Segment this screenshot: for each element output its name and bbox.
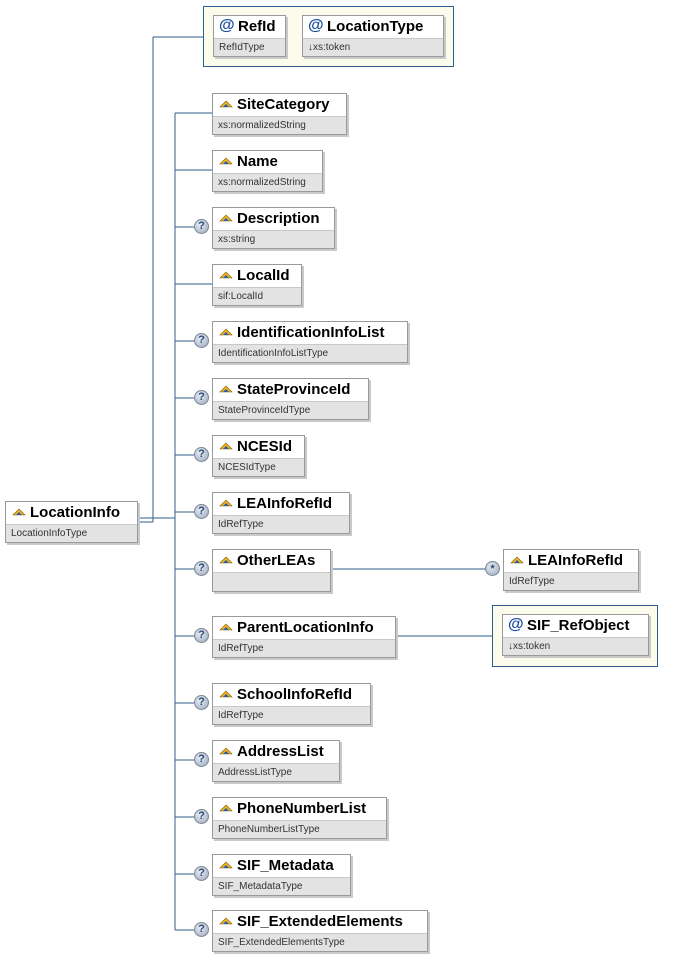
element-name: LEAInfoRefId <box>528 552 623 569</box>
at-icon: @ <box>508 616 524 633</box>
root-type: LocationInfoType <box>6 524 137 542</box>
element-icon <box>219 861 233 869</box>
attribute-name: RefId <box>238 18 276 35</box>
element-ncesid[interactable]: NCESId NCESIdType <box>212 435 305 477</box>
element-type: IdRefType <box>213 515 349 533</box>
element-identificationinfolist[interactable]: IdentificationInfoList IdentificationInf… <box>212 321 408 363</box>
element-name-node[interactable]: Name xs:normalizedString <box>212 150 323 192</box>
element-icon <box>219 214 233 222</box>
element-name: SIF_ExtendedElements <box>237 913 403 930</box>
element-name: LocalId <box>237 267 290 284</box>
element-description[interactable]: Description xs:string <box>212 207 335 249</box>
attribute-sif-refobject[interactable]: @ SIF_RefObject ↓xs:token <box>502 614 649 656</box>
element-icon <box>219 623 233 631</box>
element-type: IdRefType <box>504 572 638 590</box>
question-mark-icon: ? <box>194 752 209 767</box>
element-icon <box>219 442 233 450</box>
root-element-locationinfo[interactable]: LocationInfo LocationInfoType <box>5 501 138 543</box>
element-type: xs:string <box>213 230 334 248</box>
question-mark-icon: ? <box>194 809 209 824</box>
at-icon: @ <box>219 17 235 34</box>
element-name: SchoolInfoRefId <box>237 686 352 703</box>
element-icon <box>219 157 233 165</box>
question-mark-icon: ? <box>194 922 209 937</box>
question-mark-icon: ? <box>194 390 209 405</box>
element-name: LEAInfoRefId <box>237 495 332 512</box>
attribute-locationtype[interactable]: @ LocationType ↓xs:token <box>302 15 444 57</box>
element-icon <box>219 385 233 393</box>
element-sif-extendedelements[interactable]: SIF_ExtendedElements SIF_ExtendedElement… <box>212 910 428 952</box>
attribute-type: ↓xs:token <box>303 38 443 56</box>
element-type: SIF_MetadataType <box>213 877 350 895</box>
element-leainforefid[interactable]: LEAInfoRefId IdRefType <box>212 492 350 534</box>
element-type: StateProvinceIdType <box>213 401 368 419</box>
element-type <box>213 572 330 591</box>
element-icon <box>219 328 233 336</box>
at-icon: @ <box>308 17 324 34</box>
element-localid[interactable]: LocalId sif:LocalId <box>212 264 302 306</box>
element-icon <box>219 747 233 755</box>
element-type: NCESIdType <box>213 458 304 476</box>
element-icon <box>12 508 26 516</box>
element-name: IdentificationInfoList <box>237 324 385 341</box>
element-phonenumberlist[interactable]: PhoneNumberList PhoneNumberListType <box>212 797 387 839</box>
element-icon <box>219 556 233 564</box>
multiplicity-icon: * <box>485 561 500 576</box>
element-parentlocationinfo[interactable]: ParentLocationInfo IdRefType <box>212 616 396 658</box>
element-icon <box>219 271 233 279</box>
element-name: Name <box>237 153 278 170</box>
question-mark-icon: ? <box>194 695 209 710</box>
element-stateprovinceid[interactable]: StateProvinceId StateProvinceIdType <box>212 378 369 420</box>
question-mark-icon: ? <box>194 504 209 519</box>
element-otherleas[interactable]: OtherLEAs <box>212 549 331 592</box>
element-name: SiteCategory <box>237 96 330 113</box>
element-name: PhoneNumberList <box>237 800 367 817</box>
element-addresslist[interactable]: AddressList AddressListType <box>212 740 340 782</box>
element-type: SIF_ExtendedElementsType <box>213 933 427 951</box>
element-name: NCESId <box>237 438 293 455</box>
element-type: IdRefType <box>213 706 370 724</box>
element-type: AddressListType <box>213 763 339 781</box>
element-schoolinforefid[interactable]: SchoolInfoRefId IdRefType <box>212 683 371 725</box>
element-type: PhoneNumberListType <box>213 820 386 838</box>
root-name: LocationInfo <box>30 504 120 521</box>
element-icon <box>219 499 233 507</box>
element-name: Description <box>237 210 320 227</box>
question-mark-icon: ? <box>194 561 209 576</box>
element-icon <box>219 804 233 812</box>
question-mark-icon: ? <box>194 866 209 881</box>
question-mark-icon: ? <box>194 628 209 643</box>
element-icon <box>219 690 233 698</box>
attribute-type: RefIdType <box>214 38 285 56</box>
element-type: IdRefType <box>213 639 395 657</box>
element-name: SIF_Metadata <box>237 857 334 874</box>
element-type: xs:normalizedString <box>213 173 322 191</box>
element-icon <box>219 917 233 925</box>
element-icon <box>219 100 233 108</box>
question-mark-icon: ? <box>194 447 209 462</box>
element-sitecategory[interactable]: SiteCategory xs:normalizedString <box>212 93 347 135</box>
element-name: ParentLocationInfo <box>237 619 374 636</box>
attribute-group: @ RefId RefIdType @ LocationType ↓xs:tok… <box>203 6 454 67</box>
question-mark-icon: ? <box>194 219 209 234</box>
element-name: AddressList <box>237 743 324 760</box>
attribute-name: LocationType <box>327 18 424 35</box>
element-type: IdentificationInfoListType <box>213 344 407 362</box>
question-mark-icon: ? <box>194 333 209 348</box>
child-leainforefid[interactable]: LEAInfoRefId IdRefType <box>503 549 639 591</box>
attribute-name: SIF_RefObject <box>527 617 630 634</box>
element-icon <box>510 556 524 564</box>
element-type: sif:LocalId <box>213 287 301 305</box>
element-name: StateProvinceId <box>237 381 351 398</box>
attribute-group-parent: @ SIF_RefObject ↓xs:token <box>492 605 658 667</box>
element-type: xs:normalizedString <box>213 116 346 134</box>
attribute-refid[interactable]: @ RefId RefIdType <box>213 15 286 57</box>
element-sif-metadata[interactable]: SIF_Metadata SIF_MetadataType <box>212 854 351 896</box>
element-name: OtherLEAs <box>237 552 316 569</box>
attribute-type: ↓xs:token <box>503 637 648 655</box>
